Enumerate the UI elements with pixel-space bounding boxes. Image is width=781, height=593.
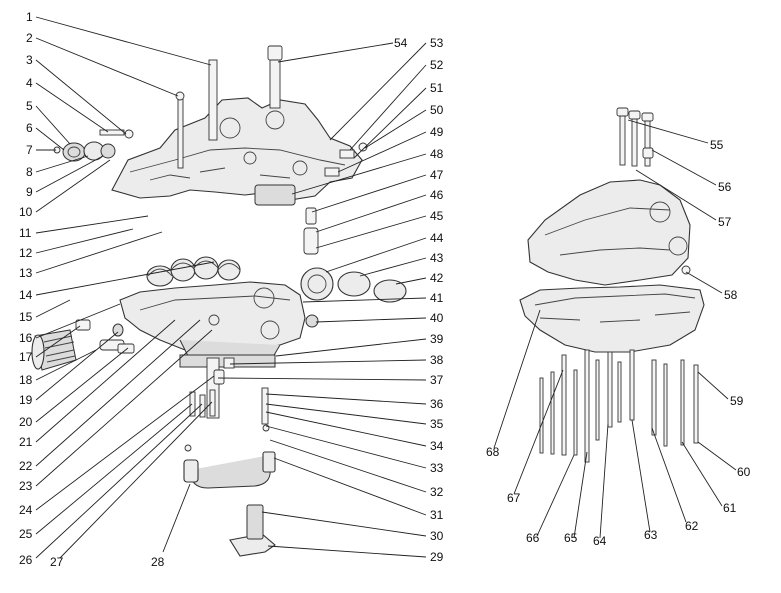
- label-23: 23: [19, 479, 33, 493]
- label-54: 54: [394, 36, 408, 50]
- label-27: 27: [50, 555, 64, 569]
- label-66: 66: [526, 531, 540, 545]
- label-10: 10: [19, 205, 33, 219]
- label-19: 19: [19, 393, 33, 407]
- bearing-shells: [146, 256, 241, 287]
- label-4: 4: [26, 76, 33, 90]
- label-58: 58: [724, 288, 738, 302]
- label-31: 31: [430, 508, 444, 522]
- label-49: 49: [430, 125, 444, 139]
- label-42: 42: [430, 271, 444, 285]
- label-43: 43: [430, 251, 444, 265]
- right-crankcase-upper: [527, 179, 691, 286]
- label-44: 44: [430, 231, 444, 245]
- label-46: 46: [430, 188, 444, 202]
- label-18: 18: [19, 373, 33, 387]
- label-34: 34: [430, 439, 444, 453]
- label-8: 8: [26, 165, 33, 179]
- label-57: 57: [718, 215, 732, 229]
- label-39: 39: [430, 332, 444, 346]
- label-12: 12: [19, 246, 33, 260]
- small-parts-left: [53, 59, 218, 169]
- label-52: 52: [430, 58, 444, 72]
- right-lower-bolts: [539, 349, 699, 463]
- label-63: 63: [644, 528, 658, 542]
- label-2: 2: [26, 31, 33, 45]
- oil-filter: [31, 319, 135, 371]
- label-53: 53: [430, 36, 444, 50]
- label-6: 6: [26, 121, 33, 135]
- right-upper-bolts: [616, 107, 691, 275]
- label-22: 22: [19, 459, 33, 473]
- label-9: 9: [26, 185, 33, 199]
- label-1: 1: [26, 10, 33, 24]
- label-37: 37: [430, 373, 444, 387]
- label-62: 62: [685, 519, 699, 533]
- label-67: 67: [507, 491, 521, 505]
- label-7: 7: [26, 143, 33, 157]
- lower-crankcase-left: [119, 281, 306, 368]
- label-24: 24: [19, 503, 33, 517]
- label-47: 47: [430, 168, 444, 182]
- label-16: 16: [19, 331, 33, 345]
- label-17: 17: [19, 350, 33, 364]
- label-38: 38: [430, 353, 444, 367]
- label-35: 35: [430, 417, 444, 431]
- oil-pump-assembly: [267, 45, 407, 328]
- label-15: 15: [19, 310, 33, 324]
- label-29: 29: [430, 550, 444, 564]
- label-64: 64: [593, 534, 607, 548]
- label-30: 30: [430, 529, 444, 543]
- label-21: 21: [19, 435, 33, 449]
- label-48: 48: [430, 147, 444, 161]
- label-13: 13: [19, 266, 33, 280]
- label-25: 25: [19, 527, 33, 541]
- strainer-and-pipe: [183, 357, 276, 557]
- label-61: 61: [723, 501, 737, 515]
- label-33: 33: [430, 461, 444, 475]
- label-55: 55: [710, 138, 724, 152]
- label-5: 5: [26, 99, 33, 113]
- label-50: 50: [430, 103, 444, 117]
- labels-middle: 54 53 52 51 50 49 48 47 46 45 44 43 42 4…: [394, 36, 444, 564]
- label-41: 41: [430, 291, 444, 305]
- label-14: 14: [19, 288, 33, 302]
- label-51: 51: [430, 81, 444, 95]
- label-60: 60: [737, 465, 751, 479]
- labels-right: 55 56 57 58 59 60 61 62 63 64 65 66 67 6…: [486, 138, 751, 548]
- labels-left: 1 2 3 4 5 6 7 8 9 10 11 12 13 14 15 16 1…: [19, 10, 165, 569]
- label-32: 32: [430, 485, 444, 499]
- label-40: 40: [430, 311, 444, 325]
- upper-crankcase: [111, 97, 363, 206]
- label-65: 65: [564, 531, 578, 545]
- label-11: 11: [19, 226, 32, 240]
- label-20: 20: [19, 415, 33, 429]
- label-3: 3: [26, 53, 33, 67]
- label-45: 45: [430, 209, 444, 223]
- label-56: 56: [718, 180, 732, 194]
- right-crankcase-lower: [519, 284, 705, 353]
- label-26: 26: [19, 553, 33, 567]
- label-59: 59: [730, 394, 744, 408]
- leader-lines: [35, 16, 737, 559]
- label-36: 36: [430, 397, 444, 411]
- label-28: 28: [151, 555, 165, 569]
- label-68: 68: [486, 445, 500, 459]
